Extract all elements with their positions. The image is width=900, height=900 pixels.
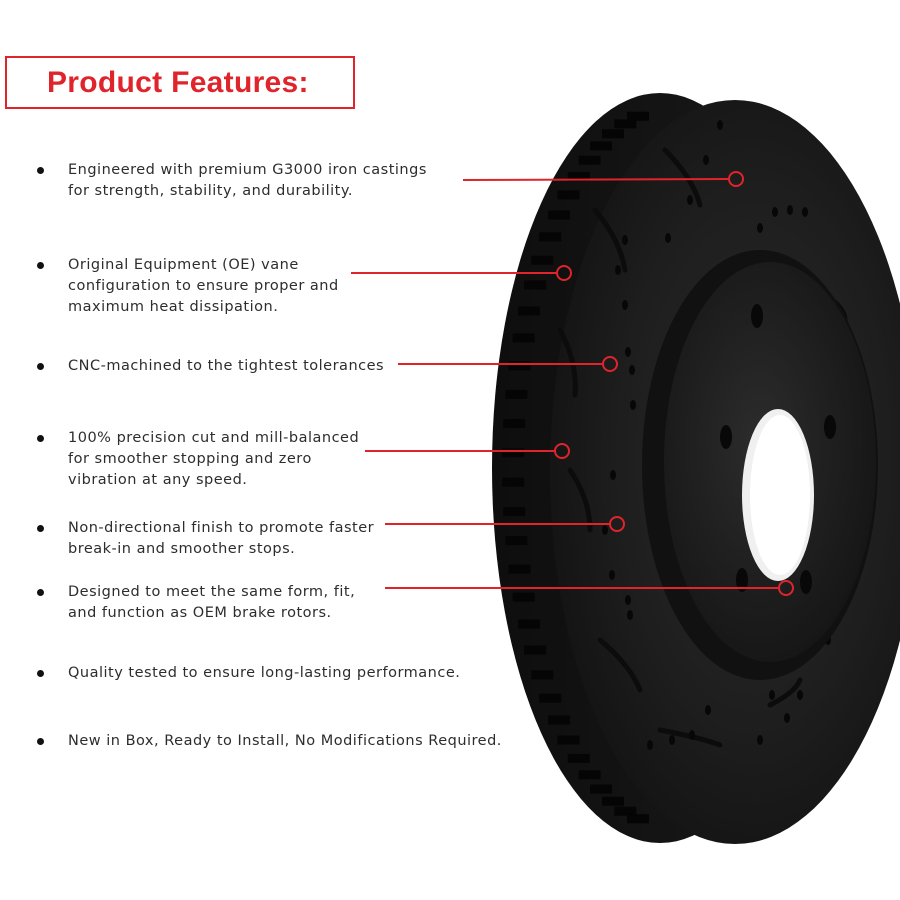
drill-hole xyxy=(629,365,635,375)
title-box: Product Features: xyxy=(5,56,355,109)
vane-slot xyxy=(517,306,540,316)
rotor-slot xyxy=(592,207,628,273)
vane-slot xyxy=(505,536,528,546)
vane-slot xyxy=(547,715,570,725)
drill-hole xyxy=(772,207,778,217)
vane-slot xyxy=(512,592,535,602)
rotor-slot xyxy=(767,677,803,708)
rotor-slot xyxy=(662,147,703,208)
vane-slot xyxy=(567,753,590,763)
page-title: Product Features: xyxy=(47,65,309,99)
drill-hole xyxy=(769,690,775,700)
rotor-slot xyxy=(657,727,723,748)
drill-hole xyxy=(717,120,723,130)
feature-text: Original Equipment (OE) vane configurati… xyxy=(68,257,339,315)
drill-hole xyxy=(622,235,628,245)
drill-hole xyxy=(689,730,695,740)
feature-text: Quality tested to ensure long-lasting pe… xyxy=(68,665,461,681)
vane-slot xyxy=(517,619,540,629)
feature-text: Designed to meet the same form, fit, and… xyxy=(68,584,356,621)
feature-text: Engineered with premium G3000 iron casti… xyxy=(68,162,427,199)
vane-slot xyxy=(531,255,554,265)
bullet-icon xyxy=(37,435,44,442)
drill-hole xyxy=(703,155,709,165)
vane-slot xyxy=(590,141,613,151)
drill-hole xyxy=(802,207,808,217)
drill-hole xyxy=(665,233,671,243)
bullet-icon xyxy=(37,363,44,370)
vane-slot xyxy=(601,796,624,806)
feature-text: Non-directional finish to promote faster… xyxy=(68,520,375,557)
rotor-slot xyxy=(597,637,643,693)
vane-slot xyxy=(531,670,554,680)
bullet-icon xyxy=(37,262,44,269)
vane-slot xyxy=(578,155,601,165)
vane-slot xyxy=(578,770,601,780)
feature-text: New in Box, Ready to Install, No Modific… xyxy=(68,733,502,749)
bullet-icon xyxy=(37,738,44,745)
vane-slot xyxy=(503,507,526,517)
drill-hole xyxy=(609,570,615,580)
vane-slot xyxy=(512,333,535,343)
drill-hole xyxy=(625,595,631,605)
vane-slot xyxy=(502,448,525,458)
drill-hole xyxy=(797,690,803,700)
drill-hole xyxy=(627,610,633,620)
vane-slot xyxy=(557,190,580,200)
bullet-icon xyxy=(37,525,44,532)
drill-hole xyxy=(757,223,763,233)
vane-slot xyxy=(539,693,562,703)
drill-hole xyxy=(757,735,763,745)
vane-slot xyxy=(626,814,649,824)
rotor-vanes xyxy=(502,111,649,824)
vane-slot xyxy=(626,111,649,121)
bullet-icon xyxy=(37,167,44,174)
vane-slot xyxy=(539,232,562,242)
vane-slot xyxy=(503,418,526,428)
vane-slot xyxy=(601,129,624,139)
drill-hole xyxy=(787,205,793,215)
drill-hole xyxy=(615,265,621,275)
vane-slot xyxy=(614,806,637,816)
vane-slot xyxy=(508,361,531,371)
rotor-slot xyxy=(557,327,578,398)
vane-slot xyxy=(505,389,528,399)
drill-hole xyxy=(669,735,675,745)
vane-slot xyxy=(614,119,637,129)
vane-slot xyxy=(557,735,580,745)
vane-slot xyxy=(502,477,525,487)
drill-hole xyxy=(647,740,653,750)
drill-hole xyxy=(622,300,628,310)
vane-slot xyxy=(508,564,531,574)
drill-hole xyxy=(687,195,693,205)
drill-hole xyxy=(610,470,616,480)
vane-slot xyxy=(524,280,547,290)
vane-slot xyxy=(547,210,570,220)
vane-slot xyxy=(590,784,613,794)
vane-slot xyxy=(524,645,547,655)
drill-hole xyxy=(625,347,631,357)
feature-text: CNC-machined to the tightest tolerances xyxy=(68,358,385,374)
drill-hole xyxy=(602,525,608,535)
drill-hole xyxy=(705,705,711,715)
rotor-drill-holes xyxy=(602,120,831,750)
vane-slot xyxy=(567,172,590,182)
bullet-icon xyxy=(37,670,44,677)
rotor-body xyxy=(492,93,900,844)
bullet-icon xyxy=(37,589,44,596)
drill-hole xyxy=(784,713,790,723)
drill-hole xyxy=(630,400,636,410)
feature-text: 100% precision cut and mill-balanced for… xyxy=(68,430,360,488)
